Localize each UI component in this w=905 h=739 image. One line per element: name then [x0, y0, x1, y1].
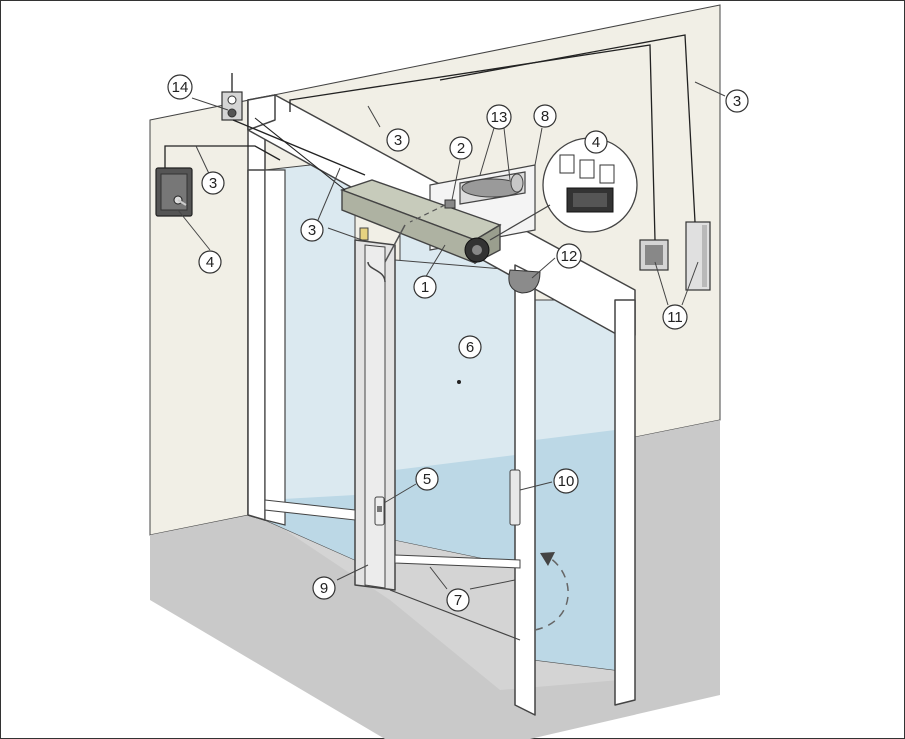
svg-text:3: 3 [209, 175, 217, 192]
wire-key-switch [164, 145, 281, 168]
swing-arc-line [389, 589, 521, 641]
callout-3b: 3 [201, 171, 225, 195]
door-arm-cable [367, 261, 386, 283]
svg-text:13: 13 [491, 109, 508, 126]
svg-text:4: 4 [592, 134, 600, 151]
sensor-component [444, 199, 456, 209]
header-front [247, 94, 276, 131]
frame-left-post [247, 169, 266, 521]
operator-connector-inner [472, 245, 482, 255]
selector-mode-1 [559, 154, 575, 174]
junction-socket-top [227, 95, 237, 105]
leader-10 [519, 481, 553, 491]
wire-header [254, 117, 346, 191]
leader-3e [694, 81, 726, 97]
leader-7a [429, 566, 448, 590]
leader-13a [479, 127, 495, 176]
center-dot [457, 380, 461, 384]
selector-mode-2 [579, 159, 595, 179]
callout-6: 6 [458, 335, 482, 359]
callout-3c: 3 [300, 218, 324, 242]
leader-11b [681, 261, 699, 306]
callout-9: 9 [312, 576, 336, 600]
callout-4b: 4 [584, 130, 608, 154]
leader-8 [534, 127, 543, 166]
push-button-face [645, 245, 663, 265]
motion-sensor-icon [508, 269, 541, 294]
swing-arrow-head [540, 552, 555, 566]
svg-text:6: 6 [466, 339, 474, 356]
svg-text:1: 1 [421, 279, 429, 296]
svg-text:7: 7 [454, 592, 462, 609]
callout-8: 8 [533, 104, 557, 128]
key-blade [177, 199, 187, 206]
svg-text:3: 3 [394, 132, 402, 149]
svg-text:5: 5 [423, 471, 431, 488]
leader-2 [451, 159, 461, 201]
door-handle-grip [377, 506, 382, 512]
lock-end [510, 173, 524, 193]
leader-3d [327, 227, 363, 241]
callout-14: 14 [167, 74, 193, 100]
leader-4a [177, 209, 211, 251]
leader-12 [531, 257, 556, 279]
callout-5: 5 [415, 467, 439, 491]
svg-text:4: 4 [206, 254, 214, 271]
wire-top-right [439, 34, 696, 223]
leader-11a [654, 261, 669, 306]
swing-direction-arrow [534, 554, 569, 631]
leader-14 [191, 97, 229, 111]
svg-text:12: 12 [561, 248, 578, 265]
callout-12: 12 [556, 243, 582, 269]
callout-11: 11 [662, 304, 688, 330]
selector-switch [573, 193, 607, 207]
door-leaf-edge [364, 244, 386, 589]
pull-handle [509, 469, 521, 526]
callout-3e: 3 [725, 89, 749, 113]
wire-top-left [289, 44, 656, 241]
leader-3a [367, 105, 381, 128]
svg-text:2: 2 [457, 140, 465, 157]
svg-text:3: 3 [733, 93, 741, 110]
callout-4a: 4 [198, 250, 222, 274]
floor-guide [394, 554, 521, 569]
leader-9 [336, 564, 369, 581]
wire-14 [232, 119, 366, 176]
leader-3c [317, 167, 341, 221]
callout-2: 2 [449, 136, 473, 160]
program-selector-detail [542, 137, 638, 233]
callout-13: 13 [486, 104, 512, 130]
leader-5 [383, 483, 417, 504]
leader-13b [503, 127, 511, 181]
operator-to-arm [384, 224, 406, 263]
junction-socket-bottom [227, 108, 237, 118]
leader-1 [424, 244, 446, 279]
svg-text:3: 3 [308, 222, 316, 239]
svg-text:14: 14 [172, 79, 189, 96]
svg-text:10: 10 [558, 473, 575, 490]
frame-right-post [614, 299, 636, 706]
right-fixed-glass-lower [535, 430, 615, 670]
svg-text:11: 11 [667, 309, 683, 326]
door-hook [359, 227, 369, 241]
left-fixed-bottom [264, 499, 356, 521]
callout-1: 1 [413, 275, 437, 299]
leader-7b [469, 579, 516, 590]
callout-3a: 3 [386, 128, 410, 152]
left-fixed-frame [264, 169, 286, 526]
callout-10: 10 [553, 468, 579, 494]
selector-mode-3 [599, 164, 615, 184]
key-switch-plate [160, 173, 188, 211]
callout-7: 7 [446, 588, 470, 612]
svg-text:8: 8 [541, 108, 549, 125]
detail-pointer [489, 204, 551, 241]
svg-text:9: 9 [320, 580, 328, 597]
dashed-link-2 [409, 204, 446, 223]
touch-panel-side [702, 225, 707, 287]
